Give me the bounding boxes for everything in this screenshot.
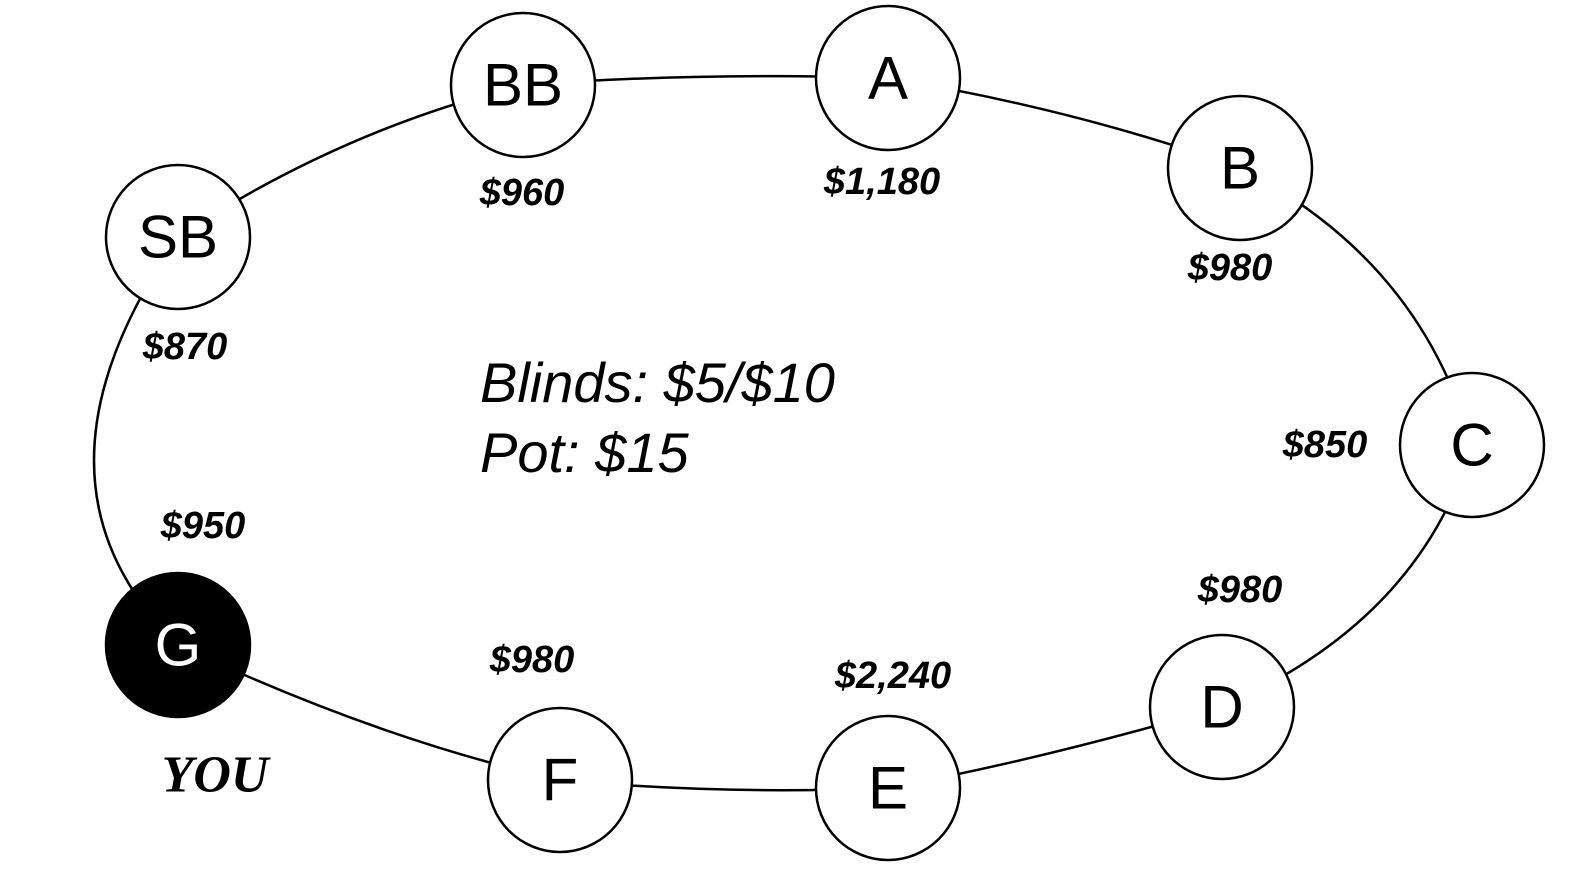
seat-g-stack: $950: [160, 505, 246, 547]
seat-a-stack: $1,180: [823, 161, 940, 203]
table-outline: [92, 74, 1474, 792]
seat-d: D $980: [1148, 569, 1296, 781]
pot-text: Pot: $15: [480, 421, 689, 484]
seat-f-circle: [486, 706, 634, 854]
seat-a-label: A: [868, 45, 908, 112]
seat-b: B $980: [1166, 94, 1314, 289]
seat-sb-circle: [104, 163, 252, 311]
you-label: YOU: [162, 747, 271, 804]
seat-g-label: G: [155, 612, 202, 679]
seat-f-label: F: [542, 747, 579, 814]
seat-d-label: D: [1200, 674, 1243, 741]
seat-f: F $980: [486, 639, 634, 854]
seat-bb-circle: [449, 11, 597, 159]
seat-b-label: B: [1220, 135, 1260, 202]
seat-d-circle: [1148, 633, 1296, 781]
seat-bb-stack: $960: [479, 172, 565, 214]
seat-e-circle: [814, 714, 962, 862]
seat-sb-stack: $870: [142, 326, 228, 368]
seat-d-stack: $980: [1197, 569, 1283, 611]
seat-c-circle: [1398, 371, 1546, 519]
seat-e: E $2,240: [814, 655, 962, 862]
seat-b-stack: $980: [1187, 247, 1273, 289]
seat-a-circle: [814, 4, 962, 152]
seat-e-label: E: [868, 755, 908, 822]
seat-g: G $950 YOU: [104, 505, 271, 804]
seat-e-stack: $2,240: [834, 655, 951, 697]
seat-b-circle: [1166, 94, 1314, 242]
seat-c: C $850: [1282, 371, 1546, 519]
seat-sb: SB $870: [104, 163, 252, 368]
seat-bb: BB $960: [449, 11, 597, 214]
seat-a: A $1,180: [814, 4, 962, 203]
seat-bb-label: BB: [483, 52, 563, 119]
blinds-text: Blinds: $5/$10: [480, 351, 835, 414]
seat-sb-label: SB: [138, 204, 218, 271]
seat-c-label: C: [1450, 412, 1493, 479]
seat-f-stack: $980: [489, 639, 575, 681]
seat-g-circle: [104, 571, 252, 719]
seat-c-stack: $850: [1282, 424, 1368, 466]
